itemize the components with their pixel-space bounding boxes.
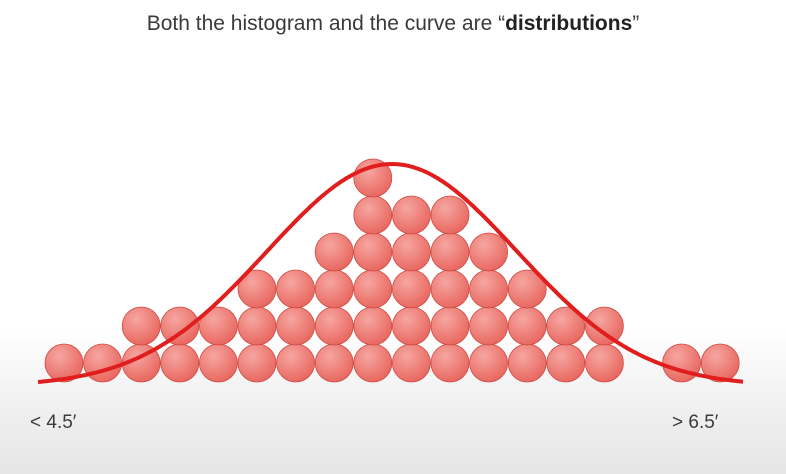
histogram-ball <box>430 195 470 235</box>
histogram-ball <box>585 343 624 383</box>
histogram-ball <box>507 343 547 383</box>
histogram-ball <box>314 343 354 383</box>
histogram-ball <box>314 269 354 309</box>
histogram-ball <box>391 343 431 383</box>
histogram-ball <box>237 343 277 383</box>
histogram-ball <box>391 232 431 272</box>
histogram-ball <box>469 306 509 346</box>
histogram-ball <box>353 195 393 235</box>
histogram-ball <box>160 343 200 383</box>
histogram-ball <box>391 195 431 235</box>
histogram-ball <box>353 306 393 346</box>
histogram-ball <box>546 343 586 383</box>
histogram-ball <box>430 232 470 272</box>
histogram-ball <box>198 343 238 383</box>
histogram-ball <box>160 306 200 346</box>
histogram-ball <box>430 269 470 309</box>
histogram-ball <box>507 306 547 346</box>
histogram-ball <box>469 269 509 309</box>
histogram-ball <box>353 269 393 309</box>
histogram-ball <box>314 232 354 272</box>
histogram-ball <box>83 343 122 383</box>
left-axis-label: < 4.5′ <box>30 412 77 433</box>
histogram-ball <box>237 306 277 346</box>
histogram-ball <box>430 343 470 383</box>
histogram-ball <box>546 306 586 346</box>
histogram-ball <box>276 306 316 346</box>
histogram-ball <box>585 306 624 346</box>
histogram-ball <box>314 306 354 346</box>
histogram-ball <box>353 232 393 272</box>
title-emphasis: distributions <box>505 12 633 35</box>
histogram-ball <box>469 232 509 272</box>
histogram-balls <box>44 158 740 383</box>
histogram-ball <box>121 306 161 346</box>
histogram-ball <box>353 343 393 383</box>
histogram-ball <box>391 306 431 346</box>
histogram-ball <box>44 343 84 383</box>
histogram-ball <box>276 269 316 309</box>
histogram-ball <box>237 269 277 309</box>
histogram-ball <box>276 343 316 383</box>
slide-title: Both the histogram and the curve are “di… <box>0 12 786 36</box>
normal-curve <box>37 161 744 384</box>
title-text: Both the histogram and the curve are <box>146 12 499 35</box>
title-open-quote: “ <box>498 12 506 35</box>
title-close-quote: ” <box>632 12 640 35</box>
histogram-ball <box>430 306 470 346</box>
histogram-ball <box>198 306 238 346</box>
histogram-ball <box>391 269 431 309</box>
histogram-ball <box>469 343 509 383</box>
histogram-ball <box>700 343 740 383</box>
right-axis-label: > 6.5′ <box>672 412 719 433</box>
histogram-ball <box>662 343 701 383</box>
histogram-ball <box>507 269 547 309</box>
